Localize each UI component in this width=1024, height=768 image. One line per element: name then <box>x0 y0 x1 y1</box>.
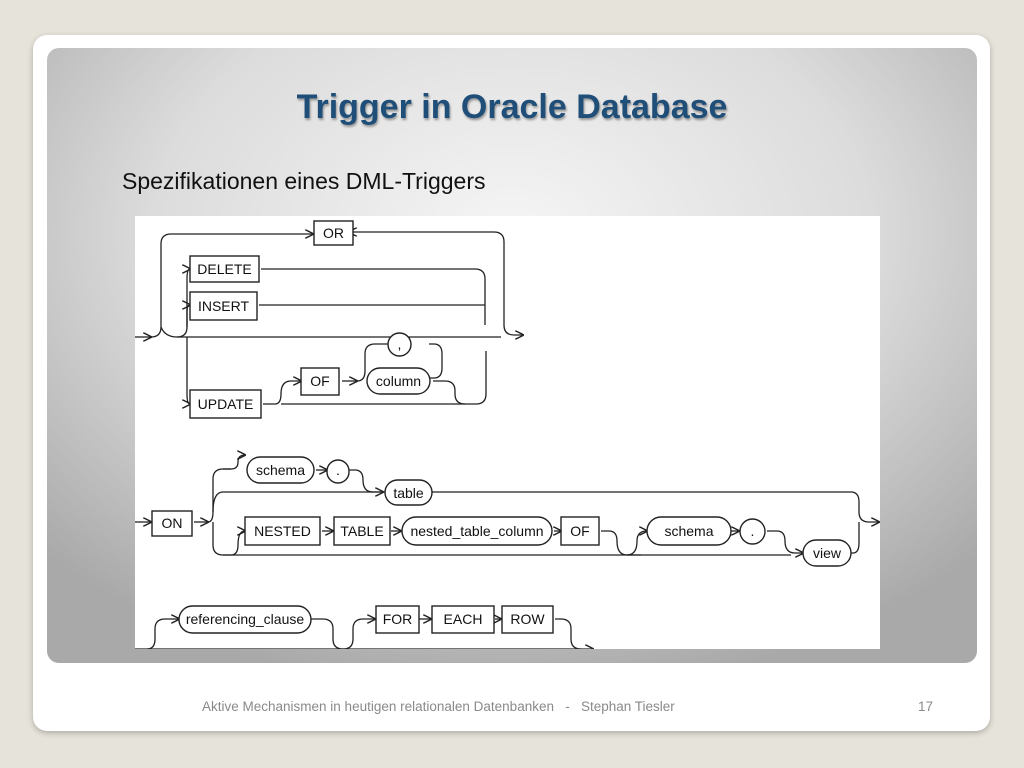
kw-each: EACH <box>444 611 483 627</box>
kw-insert: INSERT <box>198 298 250 314</box>
kw-table: TABLE <box>340 523 383 539</box>
kw-of: OF <box>310 373 329 389</box>
syntax-diagram-svg: OR DELETE INSERT UPDATE OF column , ON s… <box>135 220 880 649</box>
sym-dot-box <box>326 459 350 484</box>
nt-nested-table-column: nested_table_column <box>410 523 543 539</box>
nt-nested-table-column-box <box>401 516 553 546</box>
nt-view-box <box>802 539 852 567</box>
nt-column-box <box>366 367 431 395</box>
sym-comma-box <box>387 332 412 357</box>
nt-referencing-clause: referencing_clause <box>186 611 305 627</box>
kw-update-box <box>189 389 262 419</box>
kw-for: FOR <box>383 611 413 627</box>
kw-each-box <box>431 605 495 634</box>
kw-or: OR <box>323 225 344 241</box>
kw-delete: DELETE <box>197 261 251 277</box>
kw-or-box <box>313 220 354 246</box>
nt-table: table <box>393 485 424 501</box>
kw-delete-box <box>189 255 260 283</box>
kw-for-box <box>375 605 420 634</box>
nt-schema: schema <box>256 462 305 478</box>
nt-schema2: schema <box>664 523 713 539</box>
nt-referencing-clause-box <box>178 605 312 634</box>
syntax-diagram: OR DELETE INSERT UPDATE OF column , ON s… <box>135 216 880 649</box>
nt-view: view <box>813 545 842 561</box>
kw-nested: NESTED <box>254 523 311 539</box>
kw-row-box <box>501 605 554 634</box>
kw-insert-box <box>189 291 258 321</box>
kw-of-box <box>300 367 340 396</box>
nt-schema2-box <box>646 516 732 546</box>
page-number: 17 <box>918 699 934 714</box>
sym-dot2-box <box>739 518 766 545</box>
sym-dot: . <box>336 462 340 478</box>
kw-on-box <box>151 510 193 537</box>
kw-table-box <box>333 516 391 546</box>
nt-table-box <box>384 479 433 506</box>
kw-update: UPDATE <box>198 396 254 412</box>
sym-comma: , <box>398 336 402 352</box>
kw-on: ON <box>162 515 183 531</box>
slide-title: Trigger in Oracle Database <box>296 88 728 126</box>
nt-schema-box <box>246 456 315 484</box>
slide-subtitle: Spezifikationen eines DML-Triggers <box>122 168 486 194</box>
kw-nested-box <box>244 516 321 546</box>
nt-column: column <box>376 373 421 389</box>
kw-of2: OF <box>570 523 589 539</box>
kw-row: ROW <box>510 611 545 627</box>
sym-dot2: . <box>751 523 755 539</box>
footer-credit: Aktive Mechanismen in heutigen relationa… <box>202 699 675 714</box>
kw-of2-box <box>560 516 600 546</box>
